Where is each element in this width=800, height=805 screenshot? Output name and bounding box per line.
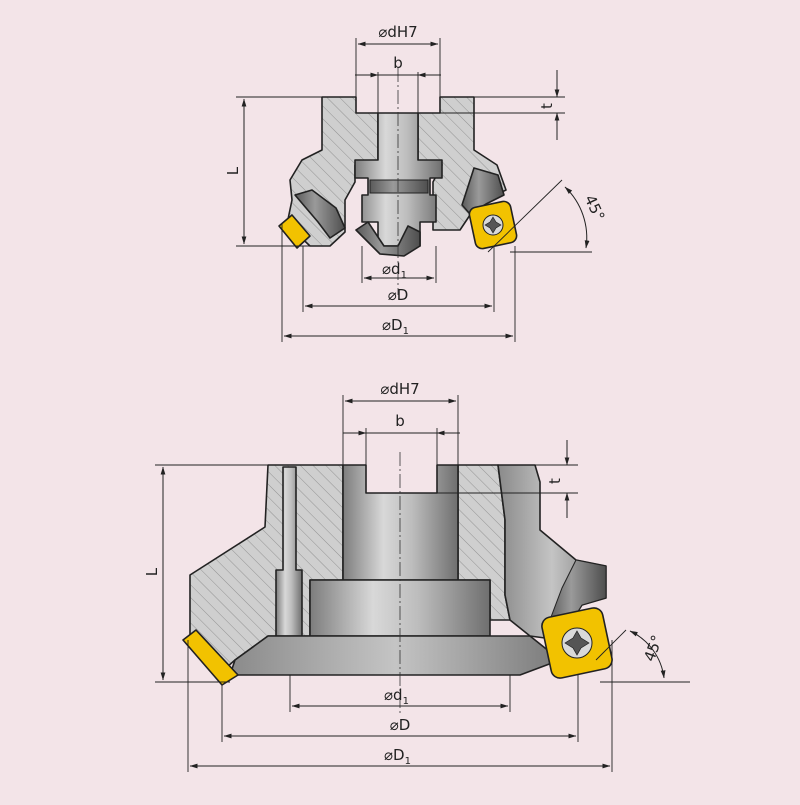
bottom-D-label: ⌀D (390, 716, 411, 734)
bottom-insert-left (182, 629, 239, 686)
top-L-label: L (224, 166, 242, 175)
bottom-d1-label: ⌀d1 (384, 686, 409, 707)
torx-screw-icon-large (564, 630, 590, 656)
top-dH7-label: ⌀dH7 (378, 23, 417, 41)
top-angle-label: 45° (581, 192, 609, 224)
top-D1-label: ⌀D1 (382, 316, 409, 337)
bottom-L-label: L (143, 567, 161, 576)
bottom-D1-label: ⌀D1 (384, 746, 411, 767)
torx-screw-icon (484, 216, 502, 234)
top-chip-pocket-center (355, 221, 421, 257)
bottom-cutter-view: ⌀dH7 b t L 45° ⌀d1 ⌀D (143, 380, 690, 772)
bottom-cutting-face (229, 635, 561, 676)
top-insert-right (468, 200, 518, 250)
top-chip-pocket-left (294, 189, 346, 239)
top-chip-pocket-right (461, 167, 505, 215)
bottom-b-label: b (395, 412, 405, 430)
top-b-label: b (393, 54, 403, 72)
top-D-label: ⌀D (388, 286, 409, 304)
bottom-t-label: t (546, 478, 564, 484)
top-d1-label: ⌀d1 (382, 260, 407, 281)
top-cutter-view: ⌀dH7 b t L 45° ⌀d1 ⌀D (224, 23, 608, 342)
bottom-insert-right (541, 607, 613, 679)
top-t-label: t (538, 103, 556, 109)
top-neck-groove (369, 179, 429, 194)
top-insert-left (278, 214, 311, 249)
bottom-dH7-label: ⌀dH7 (380, 380, 419, 398)
bottom-angle-label: 45° (640, 633, 666, 664)
bottom-arbor-bore (342, 464, 459, 581)
